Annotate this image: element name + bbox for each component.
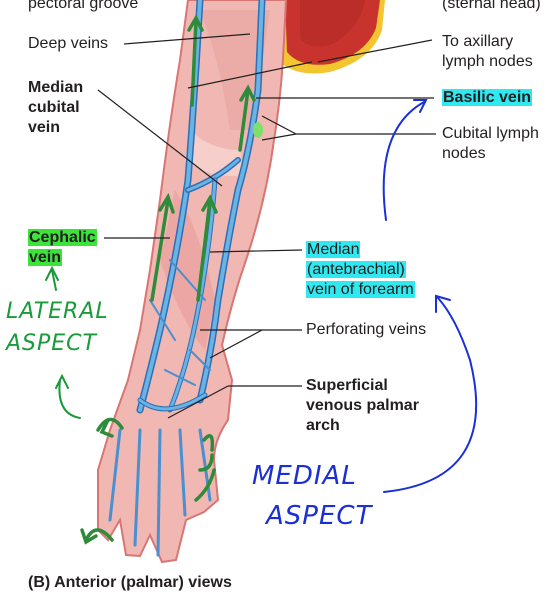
cubital-lymph-node bbox=[253, 122, 263, 138]
flow-arrows bbox=[80, 14, 256, 545]
label-pectoral-groove: pectoral groove bbox=[28, 0, 139, 12]
pectoral-muscle bbox=[278, 0, 385, 74]
annotation-lateral: LATERAL ASPECT bbox=[6, 299, 109, 356]
label-sternal-head: (sternal head) bbox=[442, 0, 541, 12]
forearm-shading bbox=[160, 190, 215, 350]
label-to-axillary: To axillary lymph nodes bbox=[442, 33, 533, 70]
label-cubital-lymph: Cubital lymph nodes bbox=[442, 125, 539, 162]
lateral-curve-arrow bbox=[58, 379, 81, 419]
lateral-arrow-up bbox=[45, 265, 59, 291]
label-median-cubital-vein: Median cubital vein bbox=[28, 79, 84, 136]
label-basilic-vein: Basilic vein bbox=[442, 89, 533, 106]
label-cephalic-vein: Cephalic vein bbox=[28, 229, 97, 266]
medial-arrow-top bbox=[382, 101, 425, 221]
medial-arrow-bottom bbox=[383, 297, 478, 493]
figure-caption: (B) Anterior (palmar) views bbox=[28, 574, 232, 591]
leader-lines bbox=[97, 33, 436, 419]
label-median-antebrachial: Median (antebrachial) vein of forearm bbox=[306, 241, 415, 298]
digital-veins bbox=[108, 428, 212, 557]
label-superficial-arch: Superficial venous palmar arch bbox=[306, 377, 419, 434]
annotation-medial: MEDIAL ASPECT bbox=[252, 461, 373, 531]
label-perforating-veins: Perforating veins bbox=[306, 321, 427, 338]
label-deep-veins: Deep veins bbox=[28, 35, 109, 52]
veins bbox=[108, 0, 266, 557]
handwritten-marks bbox=[45, 99, 478, 493]
